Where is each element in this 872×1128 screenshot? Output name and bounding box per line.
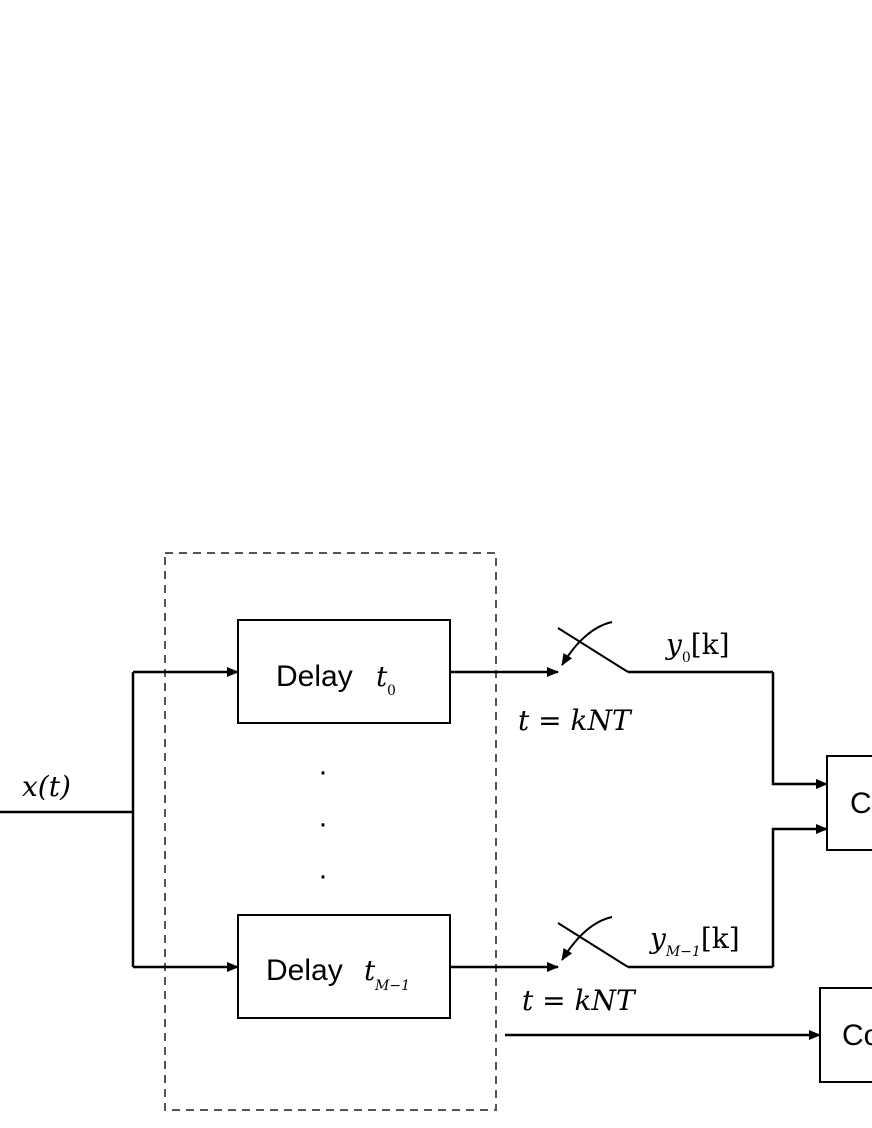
delay-bottom-word: Delay	[266, 954, 343, 987]
delay-bank-enclosure	[164, 552, 497, 1111]
delay-top-word: Delay	[276, 660, 353, 693]
sampler-bottom-time: t = kNT	[522, 984, 637, 1017]
sampler-switch-top	[450, 621, 773, 677]
route-top-to-combiner	[771, 672, 828, 789]
output-bottom-label: yM−1[k]	[648, 922, 740, 960]
control-box-label: Co	[842, 1019, 872, 1052]
ellipsis-dot-3: ·	[318, 859, 328, 892]
sampler-switch-bottom	[450, 916, 773, 972]
ellipsis-dot-2: ·	[318, 807, 328, 840]
delay-box-top: Delay t 0	[237, 619, 451, 724]
delay-bottom-param: t	[364, 954, 376, 987]
delay-top-param: t	[376, 660, 388, 693]
output-top-label: y0[k]	[664, 628, 730, 666]
combiner-box-label: C	[850, 787, 872, 820]
control-box: Co	[819, 987, 872, 1083]
combiner-box: C	[826, 755, 872, 851]
delay-box-bottom: Delay t M−1	[237, 914, 451, 1019]
route-bottom-to-combiner	[771, 824, 828, 967]
sampler-top-time: t = kNT	[518, 704, 633, 737]
delay-top-subscript: 0	[387, 683, 396, 699]
delay-bottom-subscript: M−1	[374, 978, 410, 994]
input-signal-label: x(t)	[22, 770, 71, 803]
ellipsis-dot-1: ·	[318, 755, 328, 788]
